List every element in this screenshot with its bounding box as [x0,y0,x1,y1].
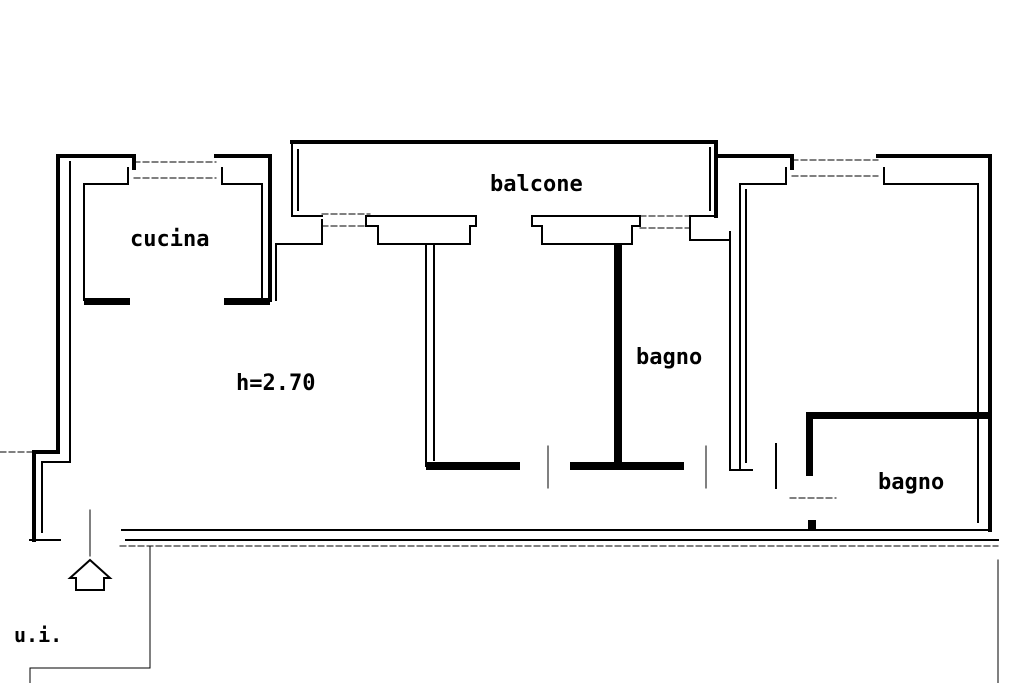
entrance-area [0,451,999,683]
ceiling-height-label: h=2.70 [236,371,315,396]
unit-label: u.i. [14,623,62,647]
balcony-outline [290,140,731,241]
window-sills [365,215,641,245]
interior-partitions [425,243,990,530]
bathroom-right-label: bagno [878,470,944,495]
bathroom-center-label: bagno [636,345,702,370]
kitchen-label: cucina [130,227,209,252]
outer-walls [32,154,999,547]
balcony-label: balcone [490,172,583,197]
entrance-arrow-icon [67,558,113,591]
